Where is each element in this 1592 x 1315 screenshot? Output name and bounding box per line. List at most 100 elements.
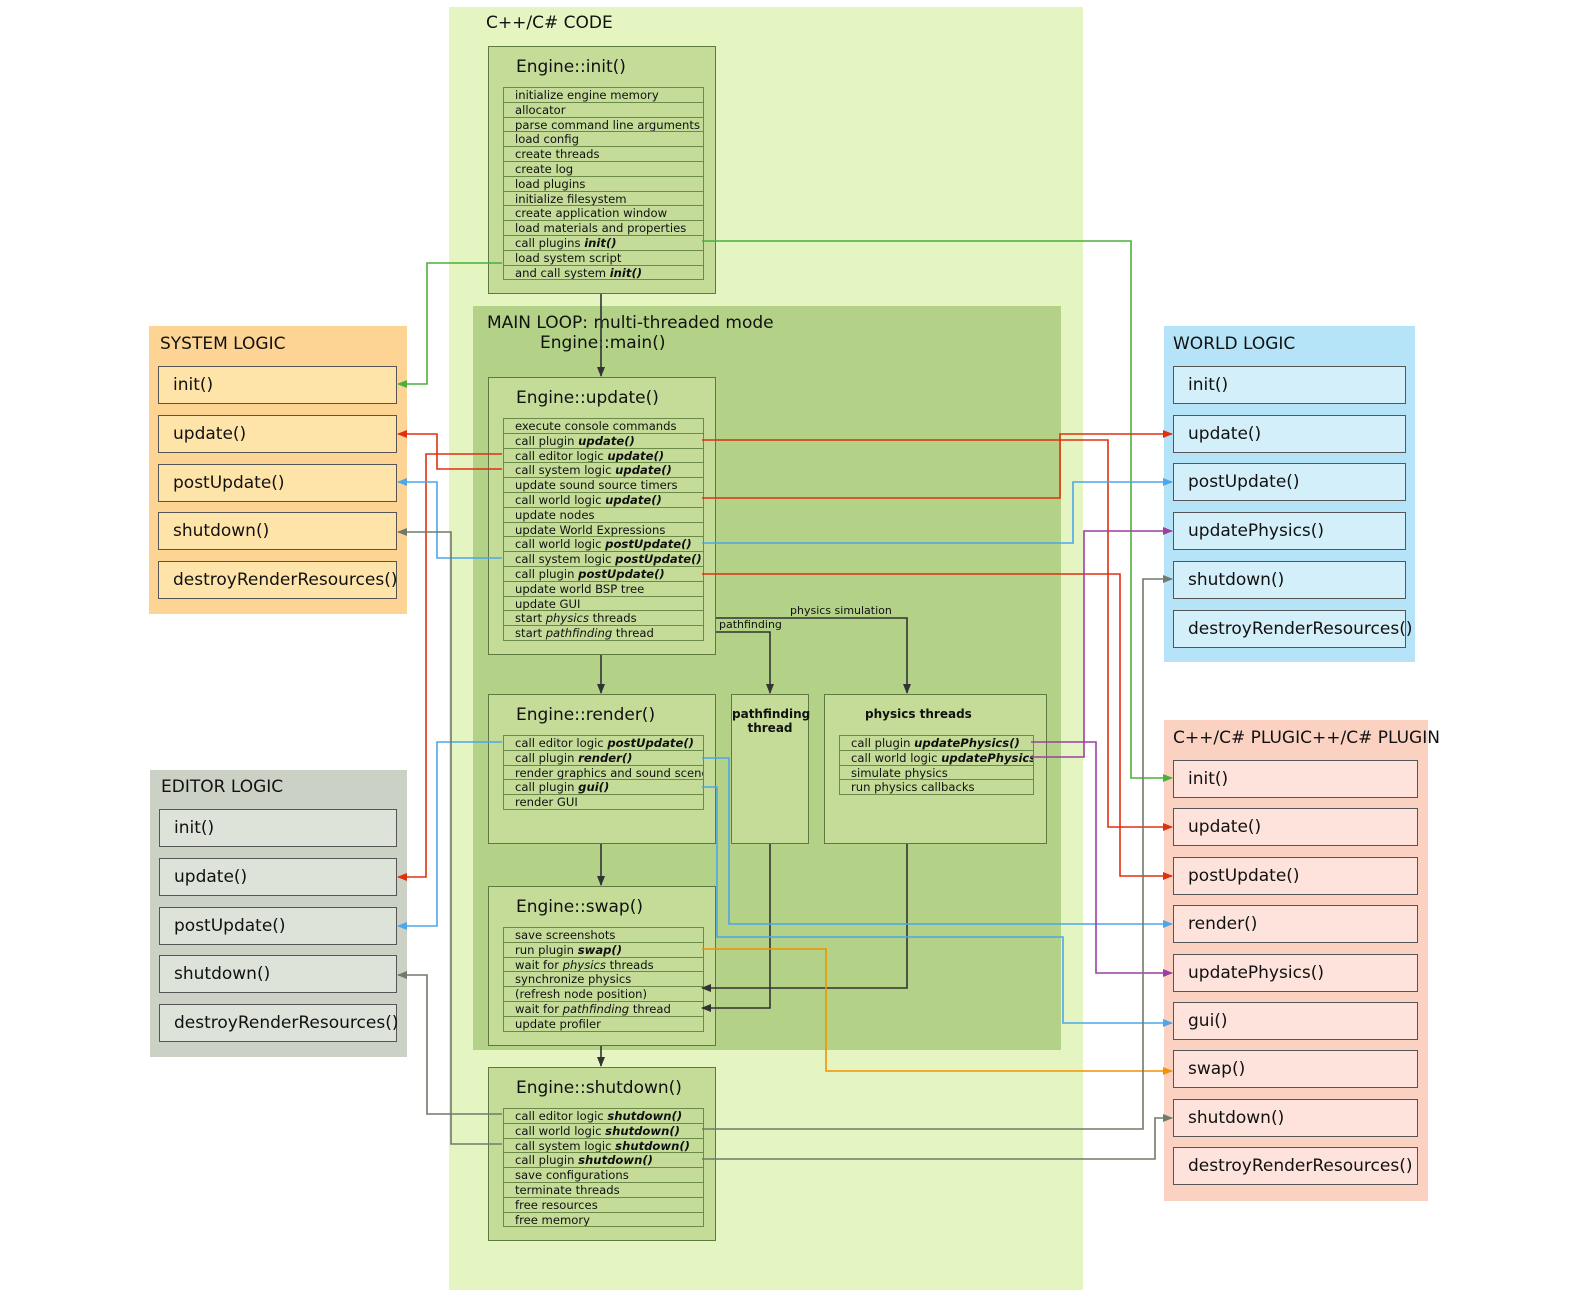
- wire-plugin-shutdown: [702, 1114, 1173, 1160]
- engine-swap-step: run plugin swap(): [504, 943, 703, 958]
- physics-threads-step: call world logic updatePhysics(): [840, 751, 1033, 766]
- code-region-title: C++/C# CODE: [486, 13, 613, 33]
- plugin-update-function: update(): [1173, 808, 1418, 847]
- engine-render-step: call editor logic postUpdate(): [504, 736, 703, 751]
- engine-shutdown-step: call world logic shutdown(): [504, 1124, 703, 1139]
- engine-swap-step: synchronize physics: [504, 972, 703, 988]
- engine-swap-step: update profiler: [504, 1017, 703, 1032]
- plugin-shutdown-function: shutdown(): [1173, 1098, 1418, 1137]
- engine-swap-step: save screenshots: [504, 928, 703, 943]
- engine-swap-title: Engine::swap(): [516, 897, 643, 917]
- engine-init-step: parse command line arguments: [504, 118, 703, 133]
- engine-update-title: Engine::update(): [516, 388, 659, 408]
- engine-init-step: initialize engine memory: [504, 88, 703, 103]
- pathfinding-thread-title: pathfinding thread: [732, 707, 811, 735]
- engine-init-step: create threads: [504, 147, 703, 162]
- engine-init-step: load system script: [504, 251, 703, 266]
- system-init-function: init(): [158, 366, 397, 404]
- engine-swap-step: wait for physics threads: [504, 958, 703, 973]
- engine-shutdown-box: Engine::shutdown() call editor logic shu…: [488, 1067, 716, 1241]
- plugin-updatephysics-function: updatePhysics(): [1173, 953, 1418, 992]
- editor-destroyrenderresources-function: destroyRenderResources(): [159, 1004, 398, 1043]
- engine-shutdown-step: call system logic shutdown(): [504, 1139, 703, 1154]
- engine-render-step: render graphics and sound scenes: [504, 766, 703, 781]
- wire-plugin-postupdate: [702, 573, 1173, 880]
- physics-threads-step: simulate physics: [840, 766, 1033, 781]
- editor-logic-title: EDITOR LOGIC: [161, 777, 284, 797]
- engine-init-step: call plugins init(): [504, 236, 703, 251]
- engine-init-step: initialize filesystem: [504, 192, 703, 207]
- engine-render-title: Engine::render(): [516, 705, 656, 725]
- engine-shutdown-step: call plugin shutdown(): [504, 1153, 703, 1169]
- physics-threads-steps: call plugin updatePhysics()call world lo…: [839, 735, 1034, 796]
- world-updatephysics-function: updatePhysics(): [1173, 512, 1406, 551]
- world-postupdate-function: postUpdate(): [1173, 463, 1406, 502]
- world-destroyrenderresources-function: destroyRenderResources(): [1173, 609, 1412, 648]
- engine-render-box: Engine::render() call editor logic postU…: [488, 694, 716, 844]
- engine-init-step: create log: [504, 162, 703, 177]
- engine-update-step: start pathfinding thread: [504, 626, 703, 641]
- plugin-title: C++/C# PLUGIC++/C# PLUGIN: [1173, 728, 1440, 748]
- engine-shutdown-step: free memory: [504, 1213, 703, 1228]
- engine-shutdown-steps: call editor logic shutdown()call world l…: [503, 1108, 704, 1228]
- world-init-function: init(): [1173, 366, 1406, 404]
- physics-simulation-label: physics simulation: [790, 604, 892, 617]
- engine-init-title: Engine::init(): [516, 57, 626, 77]
- engine-update-step: update World Expressions: [504, 523, 703, 538]
- engine-update-step: update GUI: [504, 597, 703, 612]
- physics-threads-box: physics threads call plugin updatePhysic…: [824, 694, 1047, 844]
- engine-init-step: load plugins: [504, 177, 703, 192]
- engine-render-steps: call editor logic postUpdate()call plugi…: [503, 735, 704, 810]
- editor-init-function: init(): [159, 809, 397, 847]
- engine-update-step: update world BSP tree: [504, 582, 703, 597]
- engine-render-step: call plugin render(): [504, 751, 703, 766]
- flow-start-physics: [716, 617, 911, 694]
- wire-editor-shutdown: [397, 971, 502, 1115]
- wire-world-updatephysics: [1031, 527, 1173, 758]
- engine-update-step: call world logic update(): [504, 493, 703, 508]
- engine-swap-step: (refresh node position): [504, 987, 703, 1002]
- wire-editor-update: [397, 453, 502, 881]
- wire-system-update: [397, 430, 502, 470]
- engine-shutdown-step: call editor logic shutdown(): [504, 1109, 703, 1124]
- system-update-function: update(): [158, 414, 397, 453]
- wire-plugin-updatephysics: [1031, 741, 1173, 977]
- engine-update-step: call editor logic update(): [504, 449, 703, 464]
- plugin-gui-function: gui(): [1173, 1002, 1418, 1040]
- wire-world-update: [702, 430, 1173, 499]
- plugin-destroyrenderresources-function: destroyRenderResources(): [1173, 1147, 1418, 1186]
- system-shutdown-function: shutdown(): [158, 512, 397, 551]
- engine-shutdown-step: terminate threads: [504, 1183, 703, 1198]
- engine-update-step: execute console commands: [504, 419, 703, 434]
- wire-plugin-render: [702, 757, 1173, 928]
- engine-update-step: call system logic postUpdate(): [504, 552, 703, 567]
- system-postupdate-function: postUpdate(): [158, 463, 397, 502]
- engine-shutdown-title: Engine::shutdown(): [516, 1078, 682, 1098]
- engine-init-step: and call system init(): [504, 266, 703, 281]
- plugin-init-function: init(): [1173, 760, 1418, 798]
- system-destroyrenderresources-function: destroyRenderResources(): [158, 561, 397, 600]
- world-shutdown-function: shutdown(): [1173, 560, 1406, 599]
- wire-plugin-swap: [702, 948, 1173, 1075]
- engine-swap-step: wait for pathfinding thread: [504, 1002, 703, 1017]
- engine-init-step: load config: [504, 132, 703, 148]
- system-logic-title: SYSTEM LOGIC: [160, 334, 286, 354]
- main-loop-subtitle: Engine::main(): [540, 333, 666, 353]
- engine-init-step: load materials and properties: [504, 221, 703, 236]
- engine-update-step: call world logic postUpdate(): [504, 537, 703, 553]
- wire-system-shutdown: [397, 528, 502, 1145]
- engine-update-step: update sound source timers: [504, 478, 703, 493]
- pathfinding-thread-box: pathfinding thread: [731, 694, 811, 844]
- wire-world-shutdown: [702, 575, 1173, 1130]
- physics-threads-step: run physics callbacks: [840, 780, 1033, 796]
- flow-physics-join: [701, 844, 908, 992]
- engine-render-step: call plugin gui(): [504, 780, 703, 796]
- flow-pathfinding-join: [701, 844, 771, 1012]
- physics-threads-step: call plugin updatePhysics(): [840, 736, 1033, 751]
- engine-update-step: start physics threads: [504, 611, 703, 627]
- wire-plugin-gui: [702, 786, 1173, 1027]
